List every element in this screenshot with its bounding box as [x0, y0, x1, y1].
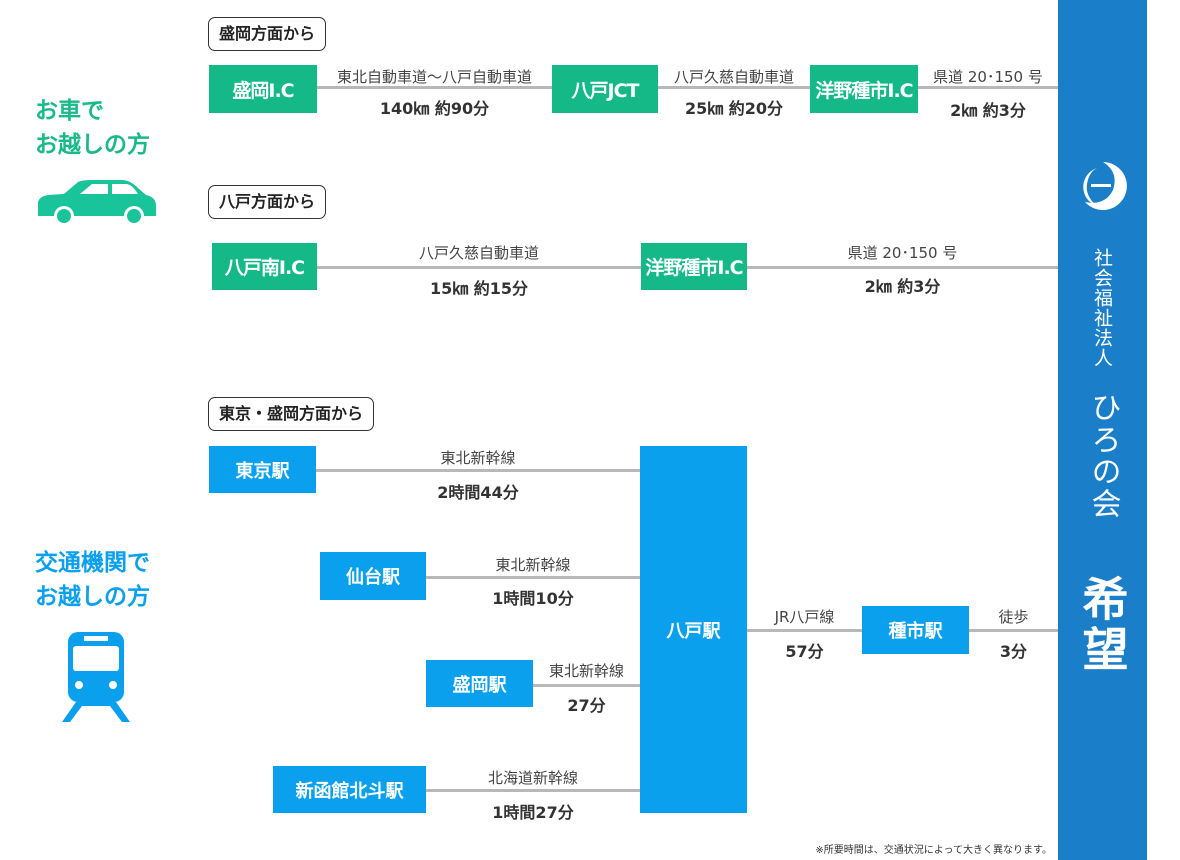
node-morioka-ic: 盛岡I.C — [209, 65, 317, 113]
route2-road-2: 県道 20･150 号 — [847, 244, 958, 262]
transit-heading-line1: 交通機関で — [35, 550, 150, 576]
car-heading-line1: お車で — [35, 98, 104, 124]
morioka-line-name: 東北新幹線 — [548, 662, 624, 680]
node-hachinohe-minami-ic: 八戸南I.C — [212, 243, 317, 290]
route1-road-3: 県道 20･150 号 — [933, 68, 1043, 86]
station-taneichi: 種市駅 — [862, 606, 969, 654]
hakodate-line-name: 北海道新幹線 — [487, 769, 578, 787]
org-sidebar: 社会福祉法人 ひろの会 希望 — [1058, 0, 1147, 860]
hachinohe-line-time: 57分 — [785, 642, 824, 661]
tokyo-time: 2時間44分 — [437, 483, 519, 502]
car-heading-line2: お越しの方 — [35, 132, 150, 158]
footnote: ※所要時間は、交通状況によって大きく異なります。 — [815, 845, 1052, 856]
route2-road-1: 八戸久慈自動車道 — [418, 244, 539, 262]
route1-info-2: 25㎞ 約20分 — [684, 99, 784, 118]
morioka-time: 27分 — [567, 696, 606, 715]
tokyo-line-name: 東北新幹線 — [440, 449, 516, 467]
station-hachinohe: 八戸駅 — [640, 446, 747, 813]
route1-road-1: 東北自動車道～八戸自動車道 — [336, 68, 532, 86]
train-icon — [62, 632, 130, 722]
route1-label: 盛岡方面から — [208, 17, 327, 51]
hakodate-time: 1時間27分 — [492, 803, 574, 822]
sendai-line-name: 東北新幹線 — [495, 556, 571, 574]
org-name: ひろの会 — [1085, 392, 1121, 520]
route1-line — [317, 86, 1058, 89]
hakodate-line — [426, 789, 640, 792]
facility-name: 希望 — [1075, 575, 1130, 675]
station-tokyo: 東京駅 — [209, 446, 316, 493]
route2-info-2: 2㎞ 約3分 — [864, 277, 941, 296]
transit-heading: 交通機関で お越しの方 — [35, 546, 150, 614]
route1-road-2: 八戸久慈自動車道 — [673, 68, 794, 86]
org-logo-icon — [1083, 162, 1127, 210]
transit-heading-line2: お越しの方 — [35, 584, 150, 610]
station-shin-hakodate-hokuto: 新函館北斗駅 — [273, 766, 426, 813]
jr-hachinohe-line-name: JR八戸線 — [774, 608, 835, 626]
sendai-line — [426, 576, 640, 579]
morioka-line — [533, 684, 640, 687]
walk-time: 3分 — [999, 642, 1028, 661]
org-type: 社会福祉法人 — [1091, 248, 1113, 368]
station-sendai: 仙台駅 — [320, 552, 426, 600]
walk-label: 徒歩 — [998, 608, 1029, 626]
node-hirono-taneichi-ic-2: 洋野種市I.C — [641, 243, 747, 290]
station-morioka: 盛岡駅 — [426, 660, 533, 707]
sendai-time: 1時間10分 — [492, 589, 574, 608]
car-icon — [38, 180, 156, 226]
node-hirono-taneichi-ic: 洋野種市I.C — [810, 65, 918, 113]
node-hachinohe-jct: 八戸JCT — [552, 65, 658, 113]
route3-label: 東京・盛岡方面から — [208, 397, 375, 431]
tokyo-line — [316, 469, 640, 472]
route2-label: 八戸方面から — [208, 185, 327, 219]
route1-info-3: 2㎞ 約3分 — [950, 101, 1026, 120]
route2-info-1: 15㎞ 約15分 — [429, 279, 529, 298]
car-heading: お車で お越しの方 — [35, 94, 150, 162]
route1-info-1: 140㎞ 約90分 — [379, 99, 490, 118]
